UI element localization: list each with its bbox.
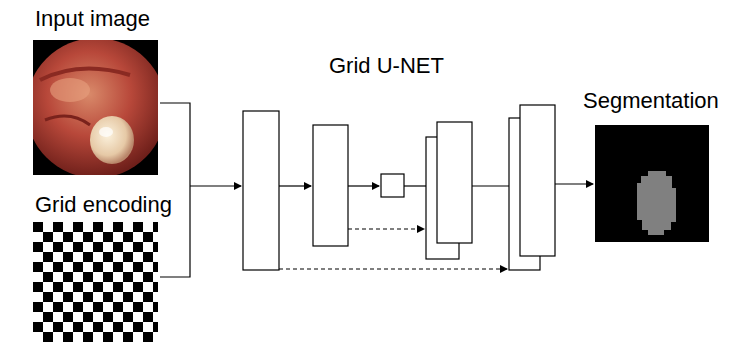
connector-lines	[160, 103, 593, 277]
polyp-mask	[637, 171, 676, 235]
unet-blocks	[243, 105, 555, 270]
image-heading-node: Input image	[35, 7, 150, 31]
image-heading: Grid encoding	[35, 193, 172, 217]
network-title: Grid U-NET	[329, 54, 444, 78]
image-heading-node: Segmentation	[583, 89, 719, 113]
image-heading: Segmentation	[583, 89, 719, 113]
endoscopy-image	[33, 40, 158, 175]
image-heading: Input image	[35, 7, 150, 31]
image-heading-node: Grid encoding	[35, 193, 172, 217]
checkerboard	[33, 222, 158, 342]
segmentation-mask	[595, 125, 709, 242]
